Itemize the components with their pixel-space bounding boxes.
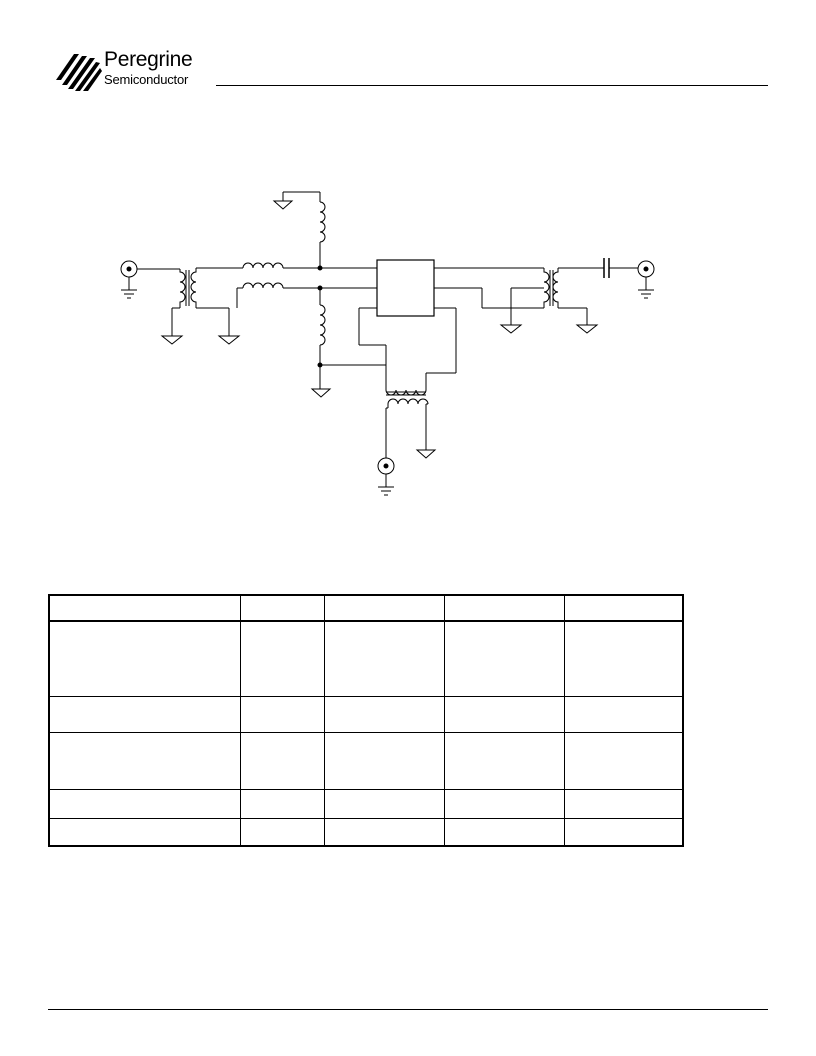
brand-subtitle: Semiconductor [104,72,189,87]
series-inductors [236,262,377,308]
table-header-row [48,594,684,622]
table-row [48,696,684,733]
input-connector-left [120,260,180,299]
table-cell [323,620,445,697]
peregrine-bird-icon [56,54,102,91]
table-cell [563,818,684,847]
shunt-inductor-bottom [317,285,386,389]
table-cell [323,732,445,790]
header-cell [563,594,684,622]
output-capacitor [603,258,638,278]
table-cell [323,818,445,847]
table-cell [443,696,565,733]
lo-transformer [385,389,429,458]
table-cell [48,732,241,790]
input-transformer [171,267,243,336]
ground-symbols [160,200,599,459]
header-cell [239,594,325,622]
table-row [48,818,684,847]
table-cell [563,696,684,733]
header-cell [443,594,565,622]
table-cell [239,620,325,697]
header-cell [323,594,445,622]
table-cell [563,789,684,819]
table-cell [239,696,325,733]
output-transformer [434,267,604,325]
table-row [48,732,684,790]
table-cell [443,732,565,790]
circuit-schematic [120,191,655,496]
table-cell [48,696,241,733]
table-cell [323,696,445,733]
table-cell [48,818,241,847]
table-cell [563,732,684,790]
table-cell [239,789,325,819]
table-cell [48,620,241,697]
table-row [48,789,684,819]
table-cell [239,818,325,847]
spec-table [48,594,684,847]
header-cell [48,594,241,622]
mixer-ic [358,259,457,390]
peregrine-logo: Peregrine Semiconductor [52,46,222,96]
table-cell [443,818,565,847]
table-cell [563,620,684,697]
output-connector-right [637,260,655,299]
table-row [48,620,684,697]
shunt-inductor-top [282,191,326,271]
table-cell [323,789,445,819]
lo-connector [377,457,395,496]
table-cell [48,789,241,819]
brand-name: Peregrine [104,48,193,71]
footer-rule [48,1009,768,1010]
table-cell [443,620,565,697]
table-cell [443,789,565,819]
table-cell [239,732,325,790]
header-rule [216,85,768,86]
